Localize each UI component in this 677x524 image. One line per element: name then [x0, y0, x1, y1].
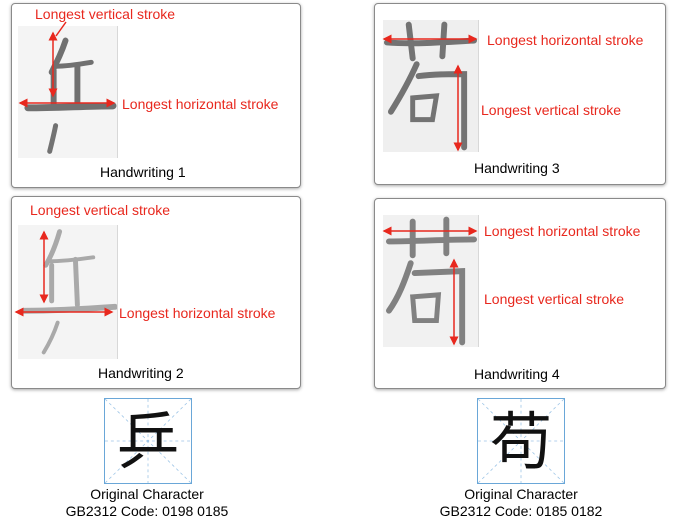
original-character-title-1: Original Character — [90, 486, 204, 502]
hw1-vertical-label: Longest vertical stroke — [35, 6, 176, 22]
handwriting-panel-2: Handwriting 2 — [11, 196, 301, 389]
hw3-horizontal-label: Longest horizontal stroke — [487, 32, 644, 48]
handwriting-image-3 — [383, 20, 479, 152]
handwriting-caption-1: Handwriting 1 — [100, 164, 186, 180]
handwriting-image-4 — [383, 215, 479, 347]
original-glyph-1: 乒 — [117, 405, 180, 478]
original-character-caption-1: Original Character GB2312 Code: 0198 018… — [61, 486, 233, 520]
handwriting-image-1 — [18, 26, 118, 158]
original-character-box-2: 苟 — [477, 398, 565, 484]
handwriting-image-2 — [18, 225, 118, 359]
hw4-vertical-label: Longest vertical stroke — [484, 291, 625, 307]
hw2-horizontal-label: Longest horizontal stroke — [119, 305, 276, 321]
original-character-box-1: 乒 — [104, 398, 192, 484]
handwriting-panel-3: Handwriting 3 — [374, 3, 666, 185]
original-glyph-2: 苟 — [490, 405, 553, 478]
original-character-caption-2: Original Character GB2312 Code: 0185 018… — [435, 486, 607, 520]
handwriting-caption-4: Handwriting 4 — [474, 366, 560, 382]
original-character-title-2: Original Character — [464, 486, 578, 502]
handwriting-caption-3: Handwriting 3 — [474, 160, 560, 176]
original-character-code-1: GB2312 Code: 0198 0185 — [65, 503, 229, 519]
original-character-code-2: GB2312 Code: 0185 0182 — [439, 503, 603, 519]
hw4-horizontal-label: Longest horizontal stroke — [484, 223, 641, 239]
hw3-vertical-label: Longest vertical stroke — [481, 102, 622, 118]
hw1-horizontal-label: Longest horizontal stroke — [122, 96, 279, 112]
hw2-vertical-label: Longest vertical stroke — [30, 202, 171, 218]
handwriting-caption-2: Handwriting 2 — [98, 365, 184, 381]
